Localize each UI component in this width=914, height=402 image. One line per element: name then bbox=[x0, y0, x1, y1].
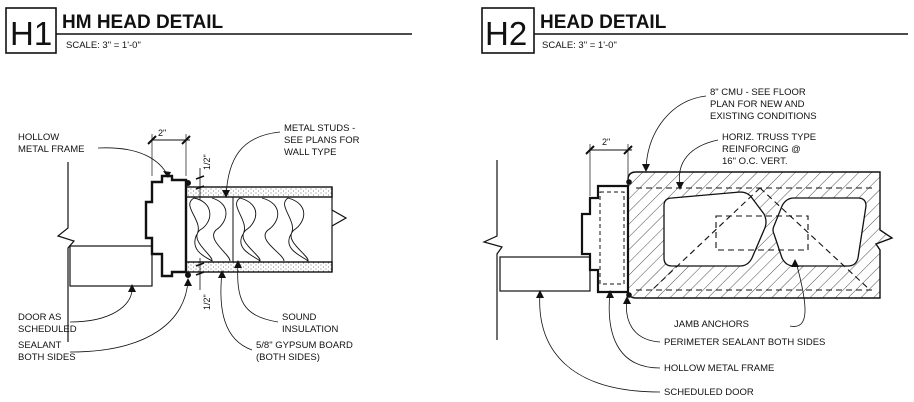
h2-title-block: H2 HEAD DETAIL SCALE: 3" = 1'-0" bbox=[481, 7, 908, 54]
h2-cmu-cell-left bbox=[663, 191, 767, 267]
h2-dim-frame-width: 2" bbox=[602, 137, 610, 147]
h2-leader-truss bbox=[678, 139, 719, 187]
h2-id-box bbox=[481, 7, 535, 54]
h1-id-box bbox=[5, 7, 57, 54]
h1-label-studs-1: METAL STUDS - bbox=[284, 123, 355, 134]
h1-labels: 2" 1/2" 1/2" HOLLOW METAL FRAME METAL ST… bbox=[18, 123, 360, 363]
h1-gypsum-bottom bbox=[185, 261, 333, 273]
h2-title: HEAD DETAIL bbox=[540, 12, 667, 33]
h2-label-door: SCHEDULED DOOR bbox=[664, 387, 754, 398]
h2-arrowheads bbox=[536, 164, 799, 304]
h2-leader-frame bbox=[608, 291, 661, 369]
h1-label-frame-1: HOLLOW bbox=[18, 132, 59, 143]
h1-label-door-2: SCHEDULED bbox=[18, 324, 77, 335]
h1-title: HM HEAD DETAIL bbox=[62, 12, 224, 33]
h1-label-studs-2: SEE PLANS FOR bbox=[284, 135, 360, 146]
h2-scale: SCALE: 3" = 1'-0" bbox=[542, 40, 617, 51]
h2-labels: 2" 8" CMU - SEE FLOOR PLAN FOR NEW AND E… bbox=[602, 87, 825, 398]
h1-leader-gypsum bbox=[220, 271, 253, 351]
h1-title-block: H1 HM HEAD DETAIL SCALE: 3" = 1'-0" bbox=[5, 7, 412, 54]
h1-label-insulation-2: INSULATION bbox=[282, 324, 338, 335]
h2-leader-cmu bbox=[645, 95, 707, 169]
h1-leader-frame bbox=[97, 147, 169, 177]
h1-leader-door bbox=[69, 285, 133, 323]
h2-detail-id: H2 bbox=[485, 15, 527, 52]
h1-break-line-right bbox=[331, 187, 348, 272]
h1-label-frame-2: METAL FRAME bbox=[18, 144, 85, 155]
h2-leader-anchors bbox=[789, 261, 806, 327]
h1-label-sealant-2: BOTH SIDES bbox=[18, 352, 76, 363]
h2-frame-grout bbox=[599, 191, 625, 285]
h1-dim-bottom-gap: 1/2" bbox=[202, 294, 212, 310]
h2-truss-reinforcing bbox=[636, 187, 876, 291]
h1-label-studs-3: WALL TYPE bbox=[284, 147, 336, 158]
h1-dim-top-gap: 1/2" bbox=[202, 154, 212, 170]
h2-break-line-left bbox=[482, 160, 503, 340]
h1-dim-frame-width: 2" bbox=[158, 128, 166, 138]
h2-label-truss-3: 16" O.C. VERT. bbox=[722, 156, 788, 167]
h2-leader-door bbox=[539, 291, 661, 393]
h2-drawing bbox=[482, 95, 894, 393]
h1-label-gypsum-1: 5/8" GYPSUM BOARD bbox=[256, 340, 353, 351]
h2-hollow-metal-frame bbox=[580, 184, 630, 294]
h1-label-gypsum-2: (BOTH SIDES) bbox=[256, 352, 320, 363]
h2-cmu-cell-right bbox=[772, 197, 867, 267]
h2-label-frame: HOLLOW METAL FRAME bbox=[664, 363, 774, 374]
h2-label-perimeter: PERIMETER SEALANT BOTH SIDES bbox=[664, 337, 825, 348]
h1-label-insulation-1: SOUND bbox=[282, 312, 316, 323]
h1-drawing bbox=[56, 131, 348, 353]
h1-door bbox=[69, 245, 153, 287]
h1-sealant-bottom bbox=[185, 272, 191, 278]
h2-label-cmu-2: PLAN FOR NEW AND bbox=[710, 99, 805, 110]
h2-label-truss-2: REINFORCING @ bbox=[722, 144, 801, 155]
h1-sound-insulation bbox=[189, 197, 309, 262]
h1-detail-id: H1 bbox=[10, 15, 52, 52]
h1-scale: SCALE: 3" = 1'-0" bbox=[66, 40, 141, 51]
h2-label-anchors: JAMB ANCHORS bbox=[674, 319, 749, 330]
h1-gypsum-top bbox=[185, 186, 333, 198]
h2-leader-perimeter bbox=[626, 297, 661, 343]
h1-leader-insulation bbox=[237, 261, 279, 323]
h1-leader-sealant bbox=[69, 279, 189, 353]
h2-label-truss-1: HORIZ. TRUSS TYPE bbox=[722, 132, 816, 143]
h2-label-cmu-3: EXISTING CONDITIONS bbox=[710, 111, 817, 122]
h1-break-line-left bbox=[56, 162, 76, 342]
h1-leader-studs bbox=[225, 131, 281, 197]
h1-label-door-1: DOOR AS bbox=[18, 312, 61, 323]
h1-label-sealant-1: SEALANT bbox=[18, 340, 61, 351]
h1-arrowheads bbox=[128, 171, 242, 292]
h1-sealant-top bbox=[185, 180, 191, 186]
h2-label-cmu-1: 8" CMU - SEE FLOOR bbox=[710, 87, 806, 98]
h2-door bbox=[499, 256, 591, 292]
